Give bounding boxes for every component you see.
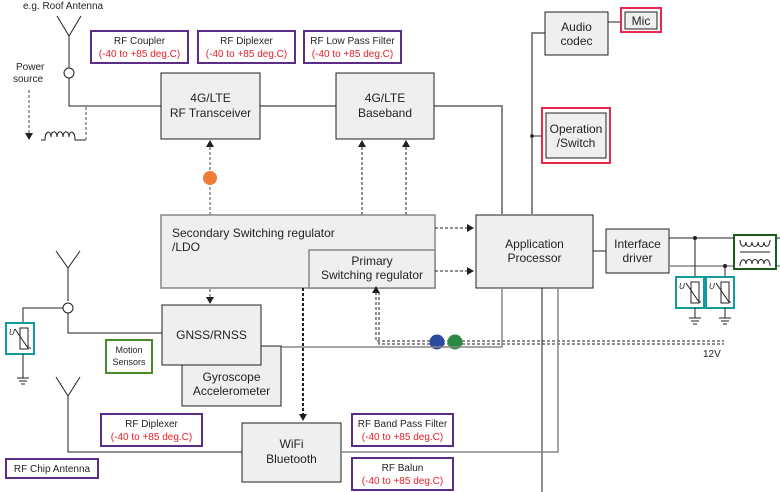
rf-diplexer-top-component: RF Diplexer (-40 to +85 deg.C): [197, 30, 296, 64]
operation-switch-block[interactable]: Operation /Switch: [541, 107, 611, 164]
secondary-regulator-line2: /LDO: [172, 240, 200, 254]
secondary-regulator-line1: Secondary Switching regulator: [172, 226, 335, 240]
supply-12v-line: [372, 286, 724, 345]
gyroscope-line1: Gyroscope: [202, 370, 260, 384]
rf-chip-antenna-label-box: RF Chip Antenna: [5, 458, 99, 479]
wifi-bluetooth-line1: WiFi: [280, 437, 304, 451]
power-arrow-to-ap-2: [435, 267, 474, 275]
rf-transceiver-block[interactable]: 4G/LTE RF Transceiver: [160, 72, 261, 140]
primary-regulator-line1: Primary: [351, 254, 392, 268]
varistor-1-icon: U: [675, 238, 705, 325]
rf-balun-name: RF Balun: [382, 463, 424, 474]
application-processor-line2: Processor: [507, 251, 561, 265]
gnss-block[interactable]: GNSS/RNSS: [161, 304, 262, 366]
rf-transceiver-line2: RF Transceiver: [170, 106, 251, 120]
rf-coupler-temp: (-40 to +85 deg.C): [99, 49, 180, 60]
rf-chip-antenna-label: RF Chip Antenna: [14, 464, 91, 475]
application-processor-block[interactable]: Application Processor: [475, 214, 594, 289]
gyroscope-line2: Accelerometer: [193, 384, 270, 398]
rf-balun-temp: (-40 to +85 deg.C): [362, 476, 443, 487]
interface-driver-line1: Interface: [614, 237, 661, 251]
rf-low-pass-name: RF Low Pass Filter: [310, 36, 395, 47]
interface-driver-line2: driver: [622, 251, 652, 265]
baseband-line2: Baseband: [358, 106, 412, 120]
wifi-bluetooth-line2: Bluetooth: [266, 452, 317, 466]
interface-driver-block[interactable]: Interface driver: [605, 228, 670, 274]
power-arrow-to-baseband-2: [402, 140, 410, 215]
varistor-1-symbol: U: [679, 282, 685, 291]
audio-codec-block[interactable]: Audio codec: [544, 11, 609, 56]
roof-antenna-icon: [56, 15, 161, 107]
rf-transceiver-line1: 4G/LTE: [190, 91, 230, 105]
roof-antenna-label: e.g. Roof Antenna: [23, 1, 104, 12]
varistor-2-icon: U: [705, 266, 735, 325]
varistor-gnss-symbol: U: [9, 328, 15, 337]
marker-green-dot: [447, 334, 463, 350]
operation-switch-line2: /Switch: [557, 136, 596, 150]
varistor-gnss-icon: U: [5, 322, 35, 385]
rf-diplexer-bottom-name: RF Diplexer: [125, 419, 178, 430]
rf-balun-component: RF Balun (-40 to +85 deg.C): [351, 457, 454, 491]
marker-blue-dot: [429, 334, 445, 350]
power-source-label-1: Power: [16, 62, 45, 73]
application-processor-line1: Application: [505, 237, 564, 251]
rf-band-pass-temp: (-40 to +85 deg.C): [362, 432, 443, 443]
rf-coupler-component: RF Coupler (-40 to +85 deg.C): [90, 30, 189, 64]
rf-coupler-name: RF Coupler: [114, 36, 166, 47]
power-arrow-icon: [25, 90, 33, 140]
primary-regulator-block[interactable]: Primary Switching regulator: [308, 249, 436, 289]
baseband-line1: 4G/LTE: [365, 91, 405, 105]
wifi-bluetooth-block[interactable]: WiFi Bluetooth: [241, 422, 342, 483]
gnss-antenna-icon: [22, 250, 162, 334]
gnss-label: GNSS/RNSS: [176, 328, 247, 342]
power-arrow-to-rf-transceiver: [206, 140, 214, 215]
rf-diplexer-bottom-component: RF Diplexer (-40 to +85 deg.C): [100, 413, 203, 447]
voltage-label: 12V: [703, 349, 721, 360]
motion-sensors-line1: Motion: [115, 345, 142, 355]
audio-codec-line2: codec: [560, 34, 592, 48]
power-arrow-to-gnss: [206, 289, 214, 304]
wifi-antenna-icon: [55, 376, 242, 453]
audio-codec-line1: Audio: [561, 20, 592, 34]
primary-regulator-line2: Switching regulator: [321, 268, 423, 282]
motion-sensors-component: Motion Sensors: [105, 339, 153, 374]
varistor-2-symbol: U: [709, 282, 715, 291]
rf-band-pass-name: RF Band Pass Filter: [358, 419, 448, 430]
mic-block[interactable]: Mic: [620, 7, 662, 33]
power-arrow-to-baseband-1: [358, 140, 366, 215]
rf-low-pass-filter-component: RF Low Pass Filter (-40 to +85 deg.C): [303, 30, 402, 64]
power-arrow-to-wifi: [299, 288, 307, 421]
common-mode-choke-icon: [733, 234, 777, 270]
mic-label: Mic: [632, 14, 651, 28]
inductor-icon: [41, 106, 87, 141]
power-source-label-2: source: [13, 74, 43, 85]
rf-diplexer-bottom-temp: (-40 to +85 deg.C): [111, 432, 192, 443]
baseband-block[interactable]: 4G/LTE Baseband: [335, 72, 435, 140]
motion-sensors-line2: Sensors: [112, 357, 146, 367]
rf-low-pass-temp: (-40 to +85 deg.C): [312, 49, 393, 60]
marker-orange-dot: [203, 171, 217, 185]
rf-diplexer-top-temp: (-40 to +85 deg.C): [206, 49, 287, 60]
rf-band-pass-filter-component: RF Band Pass Filter (-40 to +85 deg.C): [351, 413, 454, 447]
operation-switch-line1: Operation: [550, 122, 603, 136]
rf-diplexer-top-name: RF Diplexer: [220, 36, 273, 47]
power-arrow-to-ap-1: [435, 224, 474, 232]
